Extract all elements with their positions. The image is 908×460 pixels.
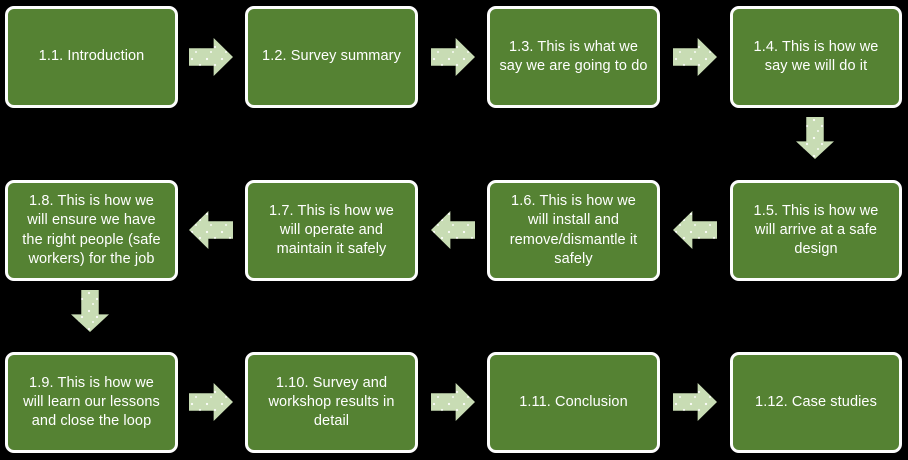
flow-node-label: 1.1. Introduction bbox=[38, 48, 145, 65]
flow-node-label: 1.7. This is how we will operate and mai… bbox=[269, 202, 394, 258]
flow-node-label: 1.3. This is what we say we are going to… bbox=[499, 38, 648, 74]
flow-node-1-11[interactable]: 1.11. Conclusion bbox=[487, 352, 660, 453]
flow-node-1-10[interactable]: 1.10. Survey and workshop results in det… bbox=[245, 352, 418, 453]
flow-node-label: 1.6. This is how we will install and rem… bbox=[509, 193, 638, 267]
arrow-right-icon-1-11-to-1-12 bbox=[673, 383, 717, 421]
arrow-right-icon-1-3-to-1-4 bbox=[673, 38, 717, 76]
arrow-right-icon-1-2-to-1-3 bbox=[431, 38, 475, 76]
flow-node-1-9[interactable]: 1.9. This is how we will learn our lesso… bbox=[5, 352, 178, 453]
flow-node-1-8[interactable]: 1.8. This is how we will ensure we have … bbox=[5, 180, 178, 281]
arrow-right-icon-1-10-to-1-11 bbox=[431, 383, 475, 421]
arrow-left-icon-1-6-to-1-7 bbox=[431, 211, 475, 249]
flow-node-1-5[interactable]: 1.5. This is how we will arrive at a saf… bbox=[730, 180, 902, 281]
flow-node-label: 1.5. This is how we will arrive at a saf… bbox=[753, 202, 879, 258]
flow-node-label: 1.4. This is how we say we will do it bbox=[753, 38, 879, 74]
flow-node-1-7[interactable]: 1.7. This is how we will operate and mai… bbox=[245, 180, 418, 281]
flow-node-1-1[interactable]: 1.1. Introduction bbox=[5, 6, 178, 108]
flow-node-1-4[interactable]: 1.4. This is how we say we will do it bbox=[730, 6, 902, 108]
arrow-left-icon-1-7-to-1-8 bbox=[189, 211, 233, 249]
flow-node-1-2[interactable]: 1.2. Survey summary bbox=[245, 6, 418, 108]
flow-node-label: 1.10. Survey and workshop results in det… bbox=[268, 374, 395, 430]
arrow-right-icon-1-1-to-1-2 bbox=[189, 38, 233, 76]
arrow-down-icon-1-4-to-1-5 bbox=[796, 117, 834, 159]
flow-node-label: 1.11. Conclusion bbox=[519, 393, 628, 410]
arrow-down-icon-1-8-to-1-9 bbox=[71, 290, 109, 332]
flow-node-1-6[interactable]: 1.6. This is how we will install and rem… bbox=[487, 180, 660, 281]
flow-node-label: 1.9. This is how we will learn our lesso… bbox=[23, 374, 160, 430]
flow-node-1-3[interactable]: 1.3. This is what we say we are going to… bbox=[487, 6, 660, 108]
flow-node-1-12[interactable]: 1.12. Case studies bbox=[730, 352, 902, 453]
flow-node-label: 1.8. This is how we will ensure we have … bbox=[22, 193, 161, 267]
arrow-right-icon-1-9-to-1-10 bbox=[189, 383, 233, 421]
arrow-left-icon-1-5-to-1-6 bbox=[673, 211, 717, 249]
flow-node-label: 1.12. Case studies bbox=[755, 393, 877, 410]
flow-node-label: 1.2. Survey summary bbox=[262, 48, 401, 65]
